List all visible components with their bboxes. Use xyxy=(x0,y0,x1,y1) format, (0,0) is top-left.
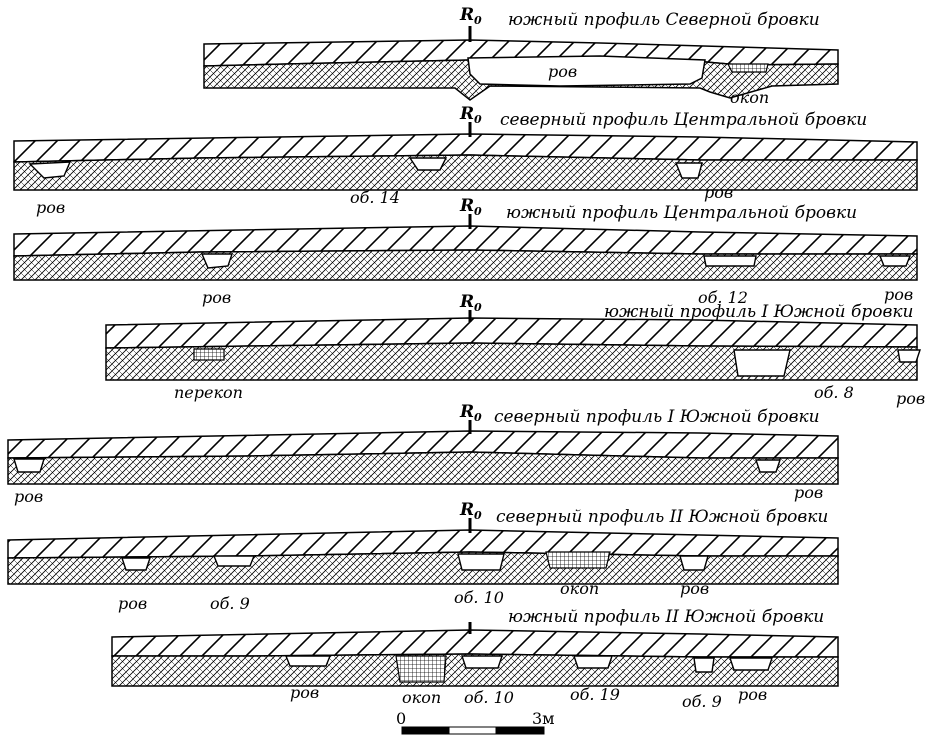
feature-label: ров xyxy=(202,288,231,307)
lower-layer xyxy=(7,451,839,485)
feature-label: об. 8 xyxy=(814,383,854,402)
feature-rov xyxy=(121,557,151,571)
feature-label: ров xyxy=(290,683,319,702)
feature-rov-left xyxy=(28,161,72,179)
profile-titles: южный профиль Северной бровки северный п… xyxy=(494,10,914,627)
feature-rov xyxy=(284,655,332,667)
feature-okop xyxy=(395,655,447,683)
feature-label: об. 19 xyxy=(570,685,620,704)
profile-title: южный профиль I Южной бровки xyxy=(604,302,914,322)
datum-label: R xyxy=(459,104,474,124)
profile-4 xyxy=(105,317,921,381)
feature-ob-10 xyxy=(457,553,505,571)
profile-2 xyxy=(13,133,918,191)
feature-label: окоп xyxy=(730,88,769,107)
feature-label: ров xyxy=(118,594,147,613)
scale-end-label: 3м xyxy=(532,709,555,728)
datum-label: R xyxy=(459,402,474,422)
feature-rov-right xyxy=(878,255,912,267)
feature-ob-12 xyxy=(703,255,757,267)
profile-7 xyxy=(111,629,839,687)
feature-label: ров xyxy=(14,487,43,506)
feature-perekop xyxy=(193,348,225,361)
trench-fill-okop xyxy=(727,63,769,73)
lower-layer xyxy=(13,154,918,191)
feature-label: перекоп xyxy=(174,383,243,402)
datum-subscript: 0 xyxy=(474,411,482,424)
lower-layer xyxy=(105,342,918,381)
feature-label: ров xyxy=(794,483,823,502)
upper-layer xyxy=(111,629,839,658)
feature-label: окоп xyxy=(402,688,441,707)
scale-start-label: 0 xyxy=(396,709,406,728)
datum-subscript: 0 xyxy=(474,113,482,126)
profile-title: северный профиль I Южной бровки xyxy=(494,407,820,427)
feature-rov xyxy=(897,349,921,363)
datum-label: R xyxy=(459,500,474,520)
profile-5 xyxy=(7,430,839,485)
profile-title: южный профиль II Южной бровки xyxy=(508,607,824,627)
datum-label: R xyxy=(459,5,474,25)
feature-okop xyxy=(545,551,611,569)
profile-6 xyxy=(7,529,839,585)
feature-label: об. 12 xyxy=(698,288,748,307)
datum-subscript: 0 xyxy=(474,205,482,218)
datum-markers: R 0 R 0 R 0 R 0 R 0 R 0 xyxy=(459,5,482,634)
feature-rov-right xyxy=(679,555,709,571)
profile-title: северный профиль Центральной бровки xyxy=(500,110,867,130)
feature-ob-14 xyxy=(408,157,448,171)
datum-subscript: 0 xyxy=(474,301,482,314)
feature-label: ров xyxy=(738,685,767,704)
feature-ob-19 xyxy=(573,655,613,669)
feature-rov-right xyxy=(755,459,781,473)
profile-title: южный профиль Центральной бровки xyxy=(506,203,857,223)
ditch-fill-rov xyxy=(467,55,706,87)
feature-label: окоп xyxy=(560,579,599,598)
feature-labels: ров окоп ров об. 14 ров ров об. 12 ров п… xyxy=(14,62,925,711)
feature-rov-right xyxy=(674,162,703,179)
feature-rov-left xyxy=(200,253,233,269)
datum-subscript: 0 xyxy=(474,14,482,27)
feature-label: ров xyxy=(704,183,733,202)
feature-label: ров xyxy=(548,62,577,81)
feature-label: ров xyxy=(884,285,913,304)
feature-ob-9 xyxy=(212,555,256,567)
datum-subscript: 0 xyxy=(474,509,482,522)
feature-ob-9 xyxy=(693,657,715,673)
feature-label: об. 9 xyxy=(210,594,250,613)
feature-label: ров xyxy=(680,579,709,598)
scale-bar: 0 3м xyxy=(396,709,555,735)
feature-rov-right xyxy=(729,657,773,671)
feature-ob-10 xyxy=(461,655,503,669)
profile-1 xyxy=(203,39,839,101)
datum-label: R xyxy=(459,196,474,216)
profile-title: южный профиль Северной бровки xyxy=(508,10,820,30)
feature-label: об. 14 xyxy=(350,188,400,207)
feature-label: ров xyxy=(896,389,925,408)
feature-label: ров xyxy=(36,198,65,217)
profile-title: северный профиль II Южной бровки xyxy=(496,507,828,527)
feature-rov-left xyxy=(13,458,45,473)
profile-3 xyxy=(13,225,918,281)
datum-label: R xyxy=(459,292,474,312)
feature-label: об. 10 xyxy=(464,688,514,707)
feature-label: об. 10 xyxy=(454,588,504,607)
feature-label: об. 9 xyxy=(682,692,722,711)
feature-ob-8 xyxy=(733,349,791,377)
lower-layer xyxy=(13,249,918,281)
